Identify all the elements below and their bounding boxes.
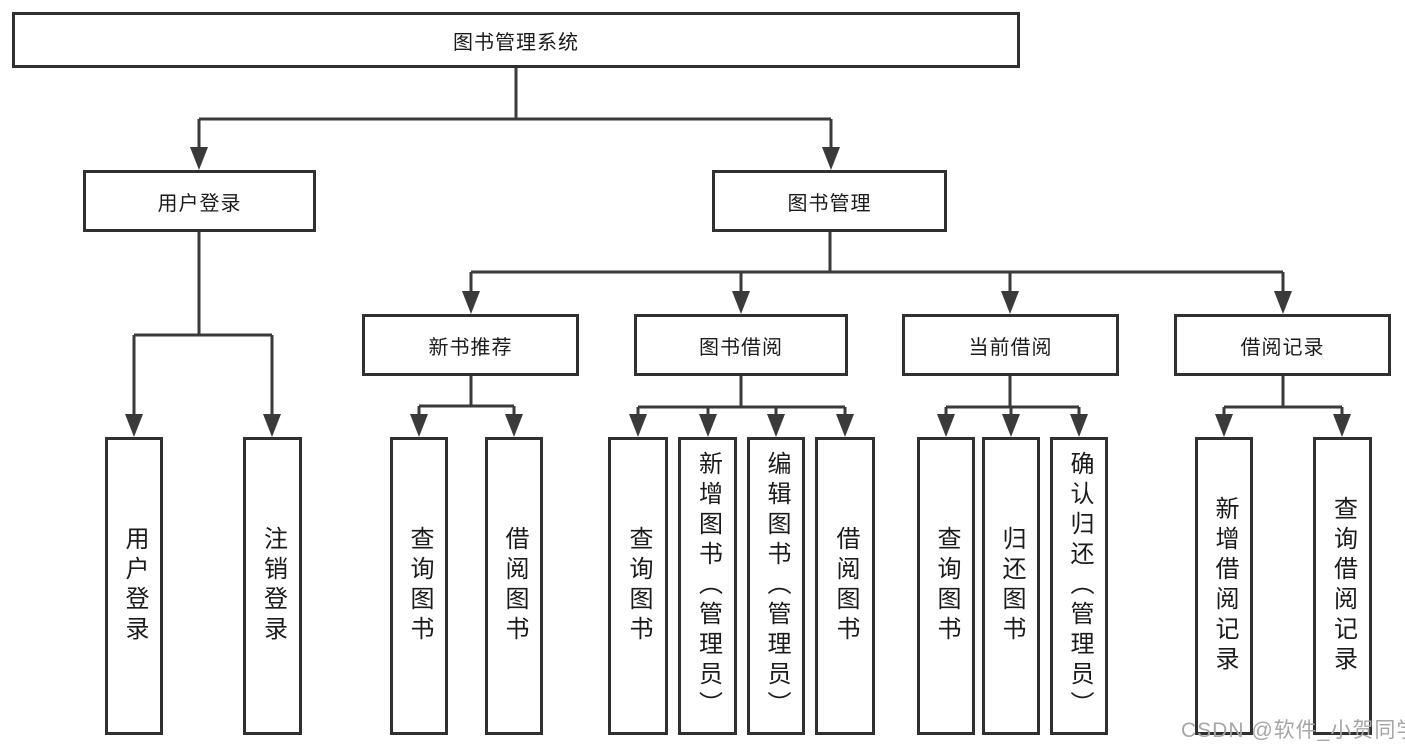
- leaf-query-borrow-record-label: 查询借阅记录: [1329, 496, 1357, 676]
- node-current-borrow-label: 当前借阅: [968, 336, 1053, 359]
- node-new-book-recommend: 新书推荐: [362, 314, 579, 376]
- node-book-borrow: 图书借阅: [634, 314, 848, 376]
- leaf-query-borrow-record: 查询借阅记录: [1313, 437, 1372, 735]
- leaf-borrow-books-recommend: 借阅图书: [485, 437, 543, 735]
- node-book-management-label: 图书管理: [787, 192, 872, 215]
- watermark: CSDN @软件_小贺同学: [1181, 719, 1405, 742]
- node-borrow-records: 借阅记录: [1174, 314, 1391, 376]
- leaf-query-books-current-label: 查询图书: [933, 526, 960, 646]
- node-user-login: 用户登录: [83, 170, 316, 232]
- leaf-logout: 注销登录: [243, 437, 302, 735]
- leaf-query-books-borrow: 查询图书: [608, 437, 668, 735]
- node-book-borrow-label: 图书借阅: [699, 336, 783, 359]
- leaf-add-borrow-record-label: 新增借阅记录: [1211, 496, 1238, 676]
- leaf-user-login: 用户登录: [105, 437, 163, 735]
- leaf-borrow-books: 借阅图书: [815, 437, 875, 735]
- leaf-confirm-return-admin: 确认归还（管理员）: [1050, 437, 1108, 735]
- leaf-borrow-books-recommend-label: 借阅图书: [501, 526, 528, 646]
- node-borrow-records-label: 借阅记录: [1240, 336, 1325, 359]
- leaf-confirm-return-admin-label: 确认归还（管理员）: [1066, 451, 1093, 721]
- arrowheads: [125, 147, 1351, 437]
- leaf-return-books: 归还图书: [982, 437, 1040, 735]
- leaf-query-books-recommend-label: 查询图书: [406, 526, 433, 646]
- node-root: 图书管理系统: [12, 12, 1020, 68]
- node-current-borrow: 当前借阅: [902, 314, 1119, 376]
- leaf-add-borrow-record: 新增借阅记录: [1195, 437, 1253, 735]
- node-user-login-label: 用户登录: [157, 192, 242, 215]
- leaf-borrow-books-label: 借阅图书: [832, 526, 859, 646]
- leaf-edit-books-admin-label: 编辑图书（管理员）: [763, 451, 790, 721]
- leaf-query-books-borrow-label: 查询图书: [625, 526, 652, 646]
- leaf-user-login-label: 用户登录: [121, 526, 148, 646]
- node-root-label: 图书管理系统: [453, 31, 579, 54]
- leaf-logout-label: 注销登录: [259, 526, 287, 646]
- leaf-edit-books-admin: 编辑图书（管理员）: [747, 437, 805, 735]
- leaf-add-books-admin-label: 新增图书（管理员）: [694, 451, 722, 721]
- node-new-book-recommend-label: 新书推荐: [428, 336, 513, 359]
- leaf-query-books-current: 查询图书: [917, 437, 975, 735]
- leaf-return-books-label: 归还图书: [998, 526, 1025, 646]
- leaf-query-books-recommend: 查询图书: [390, 437, 448, 735]
- leaf-add-books-admin: 新增图书（管理员）: [678, 437, 737, 735]
- connector-paths: [132, 68, 1344, 416]
- node-book-management: 图书管理: [712, 170, 947, 232]
